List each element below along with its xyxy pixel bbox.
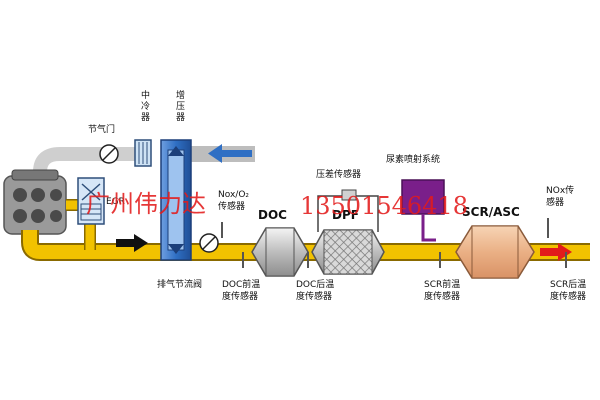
doc-front-sensor-label: DOC前温 度传感器 [222,278,263,302]
turbo-label-c2: 压 [176,101,185,112]
scr-rear-sensor-label: SCR后温 度传感器 [550,279,589,302]
engine-block [3,169,67,235]
doc-rear-sensor-label-line2: 度传感器 [296,290,332,302]
exhaust-throttle-gauge-icon [199,233,219,253]
doc-label: DOC [258,208,287,222]
watermark-company: 广州伟力达 [86,190,206,218]
turbo-label-c3: 器 [176,112,185,123]
urea-label: 尿素喷射系统 [386,153,440,165]
scr-rear-sensor-label-line2: 度传感器 [550,290,586,302]
intercooler-label-c1: 中 [141,89,150,101]
exhaust-throttle-label: 排气节流阀 [157,278,202,290]
nox-o2-sensor-label-line1: Nox/O₂ [218,190,249,200]
turbo-label-c1: 增 [176,89,185,101]
scr-front-sensor-label: SCR前温 度传感器 [424,278,463,302]
scr-rear-sensor-label-line1: SCR后温 [550,279,586,290]
turbocharger [160,139,192,261]
nox-o2-sensor-label: Nox/O₂ 传感器 [218,190,252,212]
flow-arrow-icon [116,234,148,252]
diff-pressure-sensor [317,189,379,232]
intercooler-label: 中 冷 器 [141,89,153,123]
diff-pressure-label: 压差传感器 [316,168,361,180]
scr-asc-catalyst [455,225,535,279]
intercooler-label-c3: 器 [141,112,150,123]
nox-o2-sensor-label-line2: 传感器 [218,200,245,212]
nox-rear-sensor-label-line2: 感器 [546,196,564,208]
dpf-label: DPF [332,208,359,222]
inlet-arrow-icon [208,144,252,163]
dpf-filter [311,229,385,275]
doc-front-sensor-label-line1: DOC前温 [222,278,260,290]
watermark-phone: 13501546418 [300,192,468,220]
egr-valve [77,177,105,225]
throttle-gauge-icon [99,144,119,164]
scr-front-sensor-label-line2: 度传感器 [424,290,460,302]
doc-rear-sensor-label: DOC后温 度传感器 [296,279,337,302]
doc-rear-sensor-label-line1: DOC后温 [296,279,334,290]
turbo-label: 增 压 器 [176,89,188,123]
urea-injection-system [401,179,445,242]
intercooler-label-c2: 冷 [141,100,150,112]
scr-front-sensor-label-line1: SCR前温 [424,278,460,290]
scr-asc-label: SCR/ASC [462,205,520,219]
throttle-label: 节气门 [88,123,115,135]
doc-front-sensor-label-line2: 度传感器 [222,290,258,302]
egr-label: EGR [106,197,125,207]
doc-catalyst [251,227,309,277]
nox-rear-sensor-label-line1: NOx传 [546,184,574,196]
nox-rear-sensor-label: NOx传 感器 [546,184,577,208]
intercooler [134,139,152,167]
